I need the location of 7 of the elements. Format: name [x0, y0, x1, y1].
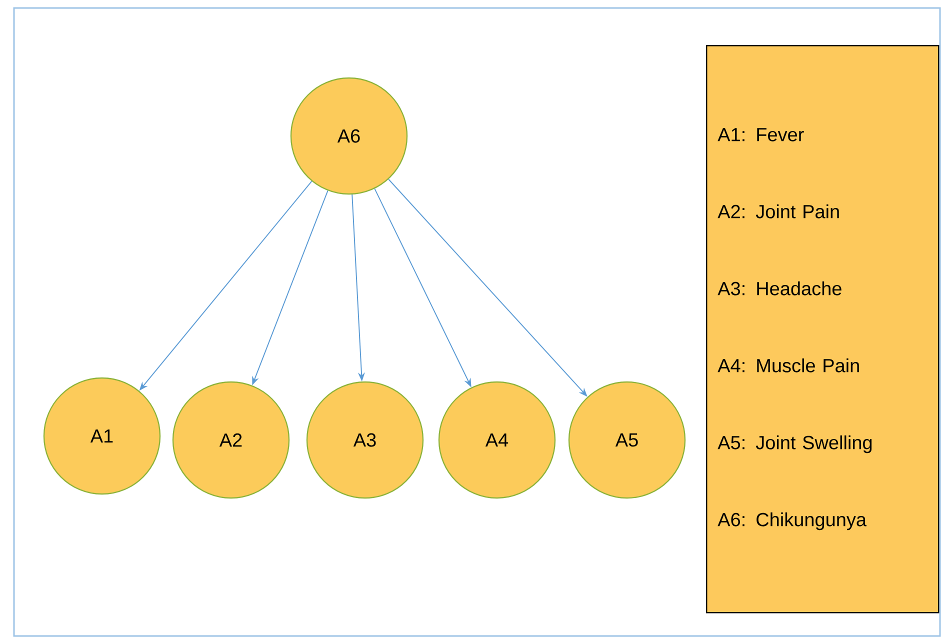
circle-node: A6 [290, 77, 408, 195]
circle-node: A5 [568, 381, 686, 499]
circle-node: A2 [172, 381, 290, 499]
circle-node: A1 [43, 377, 161, 495]
legend-box: A1: Fever A2: Joint Pain A3: Headache A4: Muscle Pain A5: Joint Swelling A6: Chikungunya [706, 45, 940, 614]
circle-node: A3 [306, 381, 424, 499]
circle-node: A4 [438, 381, 556, 499]
